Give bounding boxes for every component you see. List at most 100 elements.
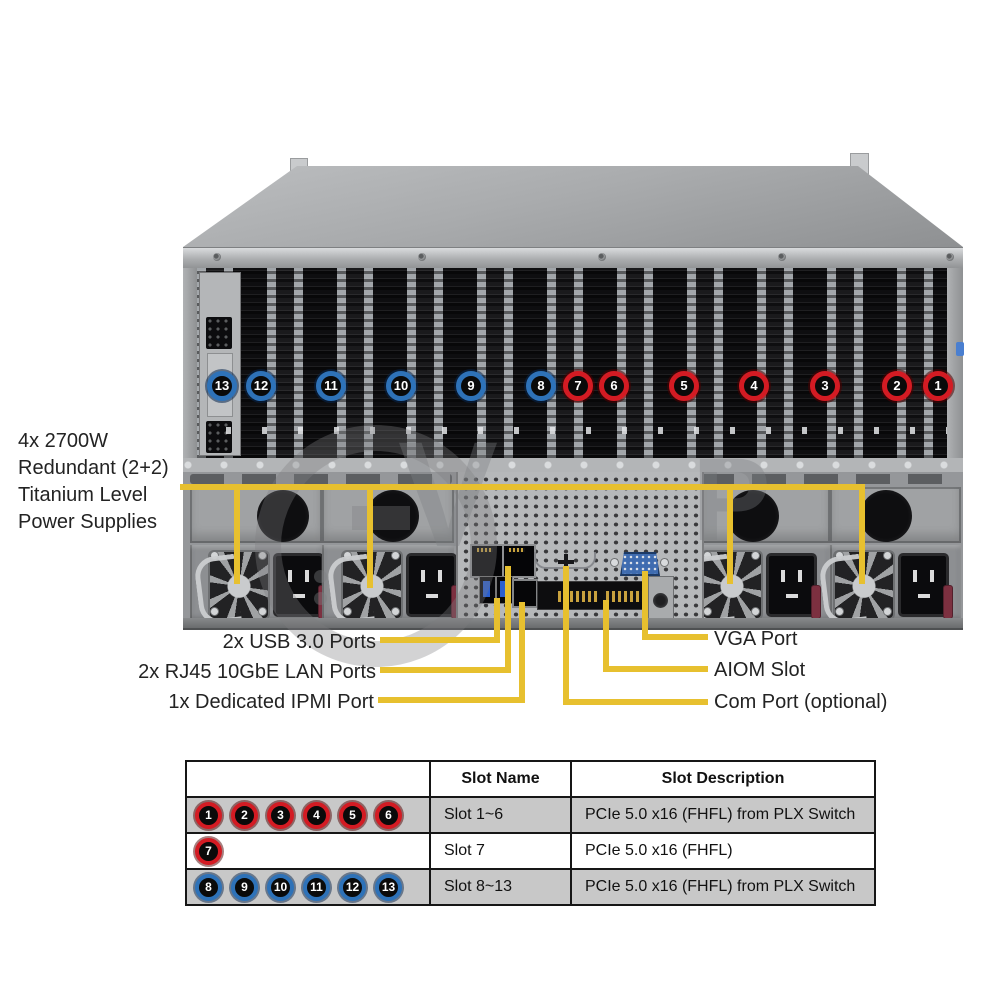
fan-screw	[343, 551, 352, 560]
chassis-edge-left	[183, 268, 197, 458]
chassis-slot-badge-13: 13	[207, 371, 237, 401]
vga-screw	[660, 558, 669, 567]
slot-name-cell: Slot 7	[429, 832, 572, 870]
callout-line-psu-drop-4	[859, 484, 865, 584]
rail-screw	[213, 253, 221, 261]
bracket-clip-rail	[183, 458, 963, 473]
psu-release-latch	[943, 585, 953, 619]
callout-line-usb-v	[494, 598, 500, 643]
slot-name-cell: Slot 1~6	[429, 796, 572, 834]
bay-vent-hole	[257, 490, 309, 542]
table-slot-badge-2: 2	[231, 801, 258, 829]
label-com: Com Port (optional)	[714, 691, 888, 713]
label-psu-line4: Power Supplies	[18, 511, 157, 533]
label-psu-line3: Titanium Level	[18, 484, 148, 506]
rail-screw	[778, 253, 786, 261]
chassis-slot-badge-9: 9	[456, 371, 486, 401]
fan-screw	[751, 607, 760, 616]
fan-screw	[391, 551, 400, 560]
callout-line-psu-drop-3	[727, 484, 733, 584]
table-header-slot-name: Slot Name	[429, 760, 572, 798]
module-connector	[206, 421, 232, 453]
callout-line-psu-horizontal	[180, 484, 865, 490]
table-slot-badge-7: 7	[195, 837, 222, 865]
fan-screw	[258, 607, 267, 616]
slot-description-cell: PCIe 5.0 x16 (FHFL) from PLX Switch	[570, 868, 876, 906]
chassis-slot-badge-6: 6	[599, 371, 629, 401]
table-slot-badge-9: 9	[231, 873, 258, 901]
table-slot-badge-3: 3	[267, 801, 294, 829]
chassis-slot-badge-2: 2	[882, 371, 912, 401]
table-slot-badge-11: 11	[303, 873, 330, 901]
fan-screw	[835, 551, 844, 560]
chassis-slot-badge-10: 10	[386, 371, 416, 401]
chassis-slot-badge-7: 7	[563, 371, 593, 401]
table-header-slot-description: Slot Description	[570, 760, 876, 798]
chassis-slot-badge-5: 5	[669, 371, 699, 401]
label-vga: VGA Port	[714, 628, 798, 650]
ipmi-port	[512, 579, 538, 608]
callout-line-aiom-v	[603, 600, 609, 672]
ac-inlet	[406, 553, 457, 617]
usb3-port-1	[479, 576, 496, 604]
callout-line-psu-drop-1	[234, 484, 240, 584]
slot-description-cell: PCIe 5.0 x16 (FHFL)	[570, 832, 876, 870]
rail-screw	[598, 253, 606, 261]
chassis-side-clip	[956, 342, 964, 356]
callout-line-ipmi-v	[519, 602, 525, 703]
aiom-thumbscrew	[653, 593, 668, 608]
table-header-badges	[185, 760, 431, 798]
fan-screw	[751, 551, 760, 560]
ac-inlet	[273, 553, 324, 617]
bracket-screw-row	[197, 427, 947, 434]
bay-vent-hole	[860, 490, 912, 542]
chassis-slot-badge-12: 12	[246, 371, 276, 401]
chassis-edge-right	[947, 268, 963, 458]
callout-line-lan-v	[505, 566, 511, 673]
label-usb: 2x USB 3.0 Ports	[222, 631, 376, 653]
pcie-slot-area	[197, 268, 947, 458]
label-lan: 2x RJ45 10GbE LAN Ports	[138, 661, 376, 683]
bay-vent-hole	[727, 490, 779, 542]
chassis-lid	[183, 166, 963, 247]
fan-screw	[883, 607, 892, 616]
ac-inlet	[766, 553, 817, 617]
table-slot-badge-10: 10	[267, 873, 294, 901]
chassis-top-rail	[183, 247, 963, 269]
table-slot-badge-8: 8	[195, 873, 222, 901]
table-slot-badge-12: 12	[339, 873, 366, 901]
slot-name-cell: Slot 8~13	[429, 868, 572, 906]
module-connector	[206, 317, 232, 349]
fan-screw	[258, 551, 267, 560]
chassis-slot-badge-8: 8	[526, 371, 556, 401]
fan-screw	[835, 607, 844, 616]
rail-screw	[946, 253, 954, 261]
vent-strip-left	[190, 474, 452, 484]
label-psu-line2: Redundant (2+2)	[18, 457, 169, 479]
callout-line-ipmi-h	[378, 697, 525, 703]
callout-line-psu-drop-2	[367, 484, 373, 588]
vga-port	[620, 552, 660, 576]
label-aiom: AIOM Slot	[714, 659, 806, 681]
psu-bay-top-3	[698, 487, 830, 543]
table-slot-badge-5: 5	[339, 801, 366, 829]
table-slot-badge-6: 6	[375, 801, 402, 829]
psu-bay-top-4	[830, 487, 961, 543]
callout-line-vga-v	[642, 571, 648, 640]
label-ipmi: 1x Dedicated IPMI Port	[168, 691, 374, 713]
psu-release-latch	[811, 585, 821, 619]
psu-bay-top-2	[322, 487, 454, 543]
callout-line-com-h	[563, 699, 708, 705]
slot-badges-cell: 7	[185, 832, 431, 870]
callout-line-com-v	[563, 566, 569, 705]
chassis-bottom-edge	[183, 618, 963, 630]
fan-screw	[210, 551, 219, 560]
callout-line-usb-h	[380, 637, 500, 643]
callout-line-aiom-h	[603, 666, 708, 672]
